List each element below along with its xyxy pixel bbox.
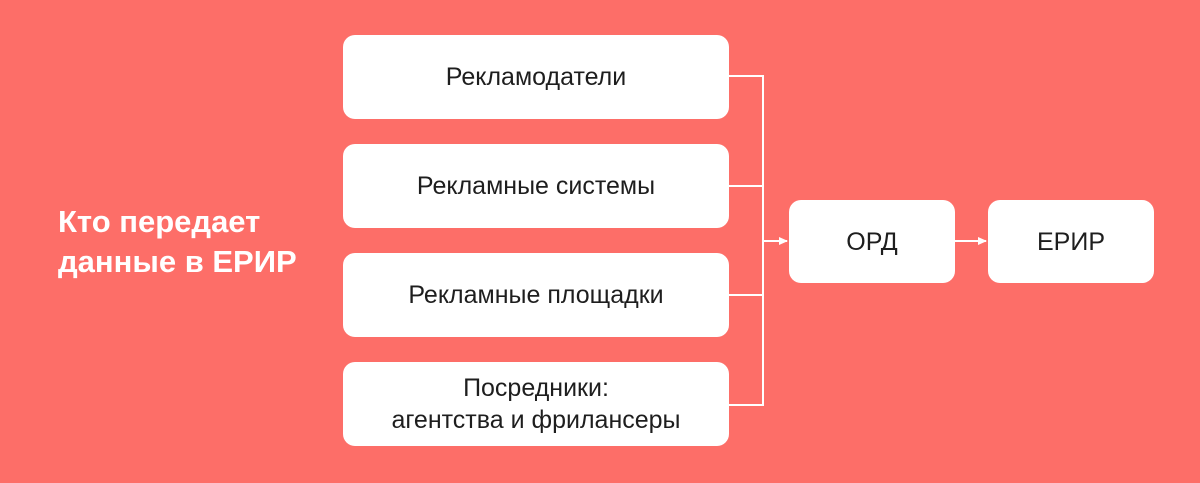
source-box-ad-systems: Рекламные системы [343,144,729,228]
ord-label: ОРД [846,227,898,256]
source-box-line-1: Посредники: [463,374,609,402]
source-box-intermediaries: Посредники: агентства и фрилансеры [343,362,729,446]
heading-line-2: данные в ЕРИР [58,244,297,279]
erir-box: ЕРИР [988,200,1154,283]
source-box-ad-platforms: Рекламные площадки [343,253,729,337]
diagram-heading: Кто передает данные в ЕРИР [58,202,328,282]
source-box-advertisers: Рекламодатели [343,35,729,119]
ord-box: ОРД [789,200,955,283]
heading-line-1: Кто передает [58,204,261,239]
erir-label: ЕРИР [1037,227,1105,256]
source-box-line-2: агентства и фрилансеры [391,406,681,434]
source-box-line-1: Рекламодатели [445,63,627,91]
source-box-line-1: Рекламные системы [416,172,656,200]
source-box-line-1: Рекламные площадки [408,281,664,309]
